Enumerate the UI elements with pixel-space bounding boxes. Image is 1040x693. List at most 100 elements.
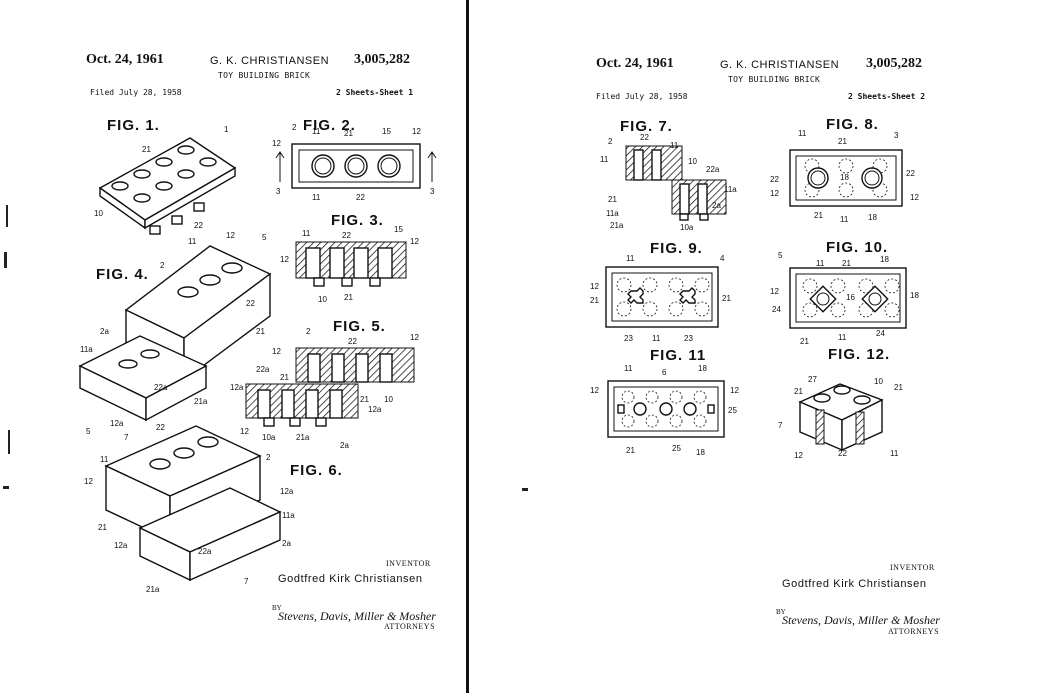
svg-text:21: 21 [360, 395, 369, 404]
svg-text:5: 5 [778, 251, 783, 260]
svg-text:11: 11 [890, 449, 899, 458]
svg-text:10: 10 [318, 295, 327, 304]
svg-text:2a: 2a [340, 441, 349, 450]
svg-text:7: 7 [778, 421, 783, 430]
svg-text:4: 4 [720, 254, 725, 263]
fig-2-label: FIG. 2. [303, 117, 356, 134]
svg-text:11a: 11a [724, 185, 737, 194]
fig-8-label: FIG. 8. [826, 116, 879, 133]
svg-text:25: 25 [672, 444, 681, 453]
patent-title: TOY BUILDING BRICK [728, 75, 821, 84]
svg-text:12: 12 [412, 127, 421, 136]
svg-text:11a: 11a [282, 511, 295, 520]
svg-text:27: 27 [808, 375, 817, 384]
svg-text:11: 11 [838, 333, 847, 342]
svg-text:22a: 22a [706, 165, 720, 174]
svg-text:25: 25 [728, 406, 737, 415]
svg-text:11: 11 [670, 141, 679, 150]
svg-text:10: 10 [688, 157, 697, 166]
svg-text:21: 21 [344, 293, 353, 302]
svg-text:11: 11 [624, 364, 633, 373]
patent-date: Oct. 24, 1961 [596, 56, 674, 71]
inventor-name: Godtfred Kirk Christiansen [278, 573, 423, 585]
svg-text:12a: 12a [110, 419, 124, 428]
svg-text:21: 21 [98, 523, 107, 532]
svg-text:10: 10 [384, 395, 393, 404]
attorneys-caption: ATTORNEYS [888, 627, 940, 636]
svg-text:12: 12 [910, 193, 919, 202]
svg-text:22: 22 [348, 337, 357, 346]
svg-text:1: 1 [224, 125, 229, 134]
svg-text:21: 21 [842, 259, 851, 268]
svg-text:22: 22 [640, 133, 649, 142]
svg-text:21: 21 [894, 383, 903, 392]
svg-text:12: 12 [226, 231, 235, 240]
svg-text:2: 2 [266, 453, 271, 462]
svg-text:22: 22 [156, 423, 165, 432]
svg-text:10a: 10a [680, 223, 694, 232]
svg-text:5: 5 [86, 427, 91, 436]
fig-5-label: FIG. 5. [333, 318, 386, 335]
svg-text:22: 22 [838, 449, 847, 458]
svg-text:24: 24 [772, 305, 781, 314]
svg-text:22: 22 [356, 193, 365, 202]
sheet-label: 2 Sheets-Sheet 2 [848, 92, 926, 101]
inventor-caption: INVENTOR [386, 559, 431, 568]
svg-text:2: 2 [160, 261, 165, 270]
svg-text:22a: 22a [256, 365, 270, 374]
inventor-header: G. K. CHRISTIANSEN [720, 59, 840, 71]
svg-text:18: 18 [880, 255, 889, 264]
svg-text:18: 18 [868, 213, 877, 222]
svg-text:11: 11 [100, 455, 109, 464]
svg-text:11: 11 [652, 334, 661, 343]
attorney-signature: Stevens, Davis, Miller & Mosher [782, 613, 940, 627]
svg-text:21: 21 [280, 373, 289, 382]
filed-date: Filed July 28, 1958 [596, 92, 688, 101]
inventor-caption: INVENTOR [890, 563, 935, 572]
svg-text:21: 21 [722, 294, 731, 303]
scan-artifact [6, 205, 8, 227]
attorneys-caption: ATTORNEYS [384, 622, 436, 631]
svg-text:21: 21 [344, 129, 353, 138]
fig-11-label: FIG. 11 [650, 347, 707, 364]
patent-date: Oct. 24, 1961 [86, 52, 164, 67]
svg-text:21: 21 [794, 387, 803, 396]
svg-text:3: 3 [276, 187, 281, 196]
fig-9-label: FIG. 9. [650, 240, 703, 257]
patent-number: 3,005,282 [354, 52, 410, 67]
sheet-label: 2 Sheets-Sheet 1 [336, 88, 414, 97]
svg-text:12: 12 [410, 333, 419, 342]
svg-text:11: 11 [626, 254, 635, 263]
fig-7-label: FIG. 7. [620, 118, 673, 135]
svg-text:18: 18 [698, 364, 707, 373]
svg-text:21a: 21a [610, 221, 624, 230]
svg-text:2: 2 [306, 327, 311, 336]
svg-text:21: 21 [142, 145, 151, 154]
svg-text:12: 12 [794, 451, 803, 460]
svg-text:11a: 11a [80, 345, 93, 354]
svg-text:23: 23 [624, 334, 633, 343]
svg-text:21: 21 [814, 211, 823, 220]
patent-number: 3,005,282 [866, 56, 922, 71]
svg-text:12a: 12a [368, 405, 382, 414]
scan-artifact [3, 486, 9, 489]
svg-text:10a: 10a [262, 433, 276, 442]
svg-text:11: 11 [312, 193, 321, 202]
svg-text:11: 11 [816, 259, 825, 268]
svg-text:21: 21 [608, 195, 617, 204]
svg-text:21: 21 [626, 446, 635, 455]
svg-text:12: 12 [84, 477, 93, 486]
svg-text:22a: 22a [198, 547, 212, 556]
svg-text:12: 12 [770, 287, 779, 296]
svg-text:3: 3 [894, 131, 899, 140]
svg-text:12a: 12a [280, 487, 294, 496]
svg-text:2a: 2a [282, 539, 291, 548]
svg-text:2a: 2a [712, 201, 721, 210]
